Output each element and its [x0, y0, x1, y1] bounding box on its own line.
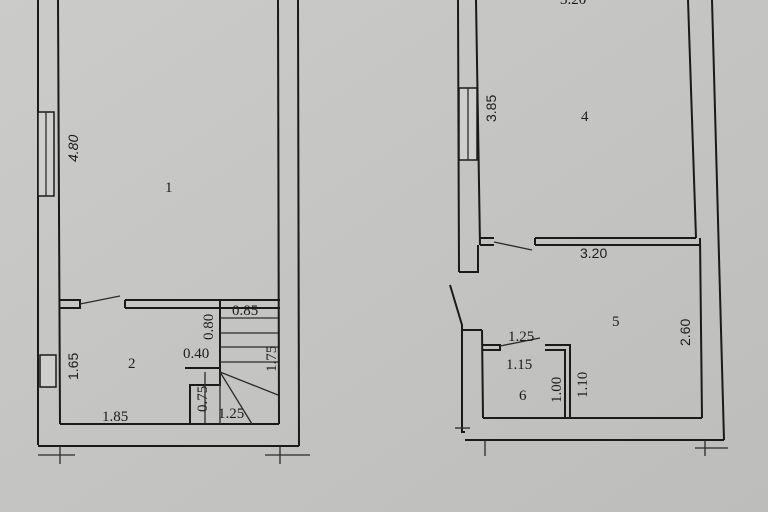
dimension-label: 2.60 [677, 319, 693, 346]
room-number: 1 [165, 180, 173, 196]
dimension-label: 0.40 [183, 346, 209, 362]
right-unit-walls [449, 0, 728, 456]
dimension-label: 0.80 [201, 314, 217, 340]
window [39, 354, 57, 388]
dimension-label: 1.75 [264, 346, 280, 372]
dimension-label: 1.10 [575, 372, 591, 398]
dimension-label: 0.75 [195, 386, 211, 412]
room-number: 2 [128, 356, 136, 372]
left-unit-labels: 1 4.80 2 1.65 1.85 0.85 0.80 0.40 1.75 0… [65, 135, 280, 425]
dimension-label: 1.25 [508, 329, 534, 345]
right-unit-labels: 3.20 4 3.85 5 3.20 2.60 6 1.25 1.15 1.00… [483, 0, 693, 404]
dimension-label: 0.85 [232, 303, 258, 319]
dimension-label: 1.00 [549, 377, 565, 403]
left-unit-walls [37, 0, 310, 464]
room-number: 4 [581, 109, 589, 125]
room-number: 5 [612, 314, 620, 330]
dimension-label: 1.15 [506, 357, 532, 373]
dimension-label: 3.85 [483, 95, 499, 122]
dimension-label: 1.65 [65, 353, 81, 380]
dimension-label: 3.20 [560, 0, 586, 8]
room-number: 6 [519, 388, 527, 404]
dimension-label: 1.85 [102, 409, 128, 425]
dimension-label: 4.80 [65, 135, 81, 162]
dimension-label: 1.25 [218, 406, 244, 422]
dimension-label: 3.20 [580, 245, 607, 261]
